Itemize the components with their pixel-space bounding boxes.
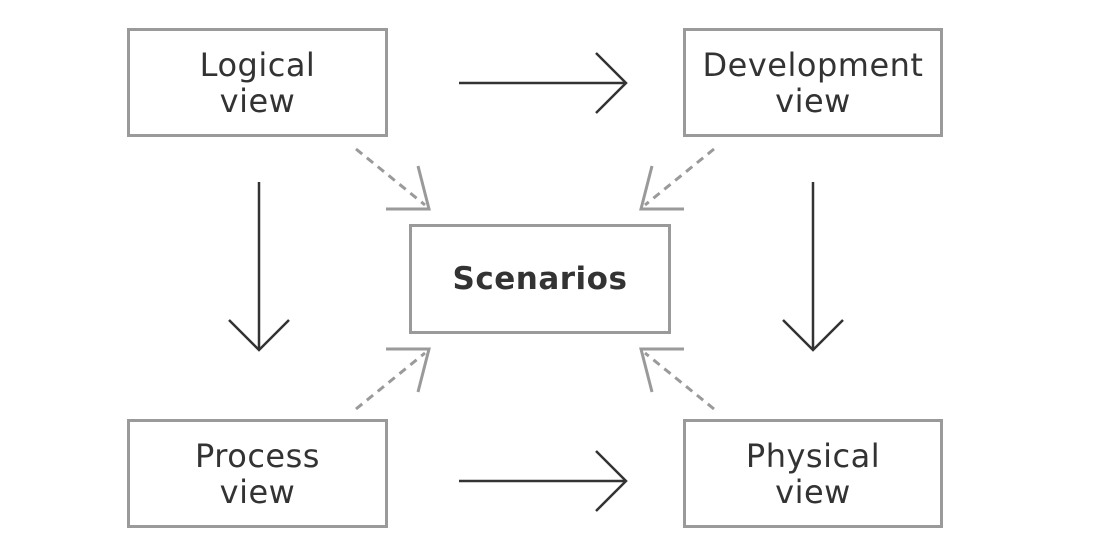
arrow-logical-to-process xyxy=(228,182,290,352)
scenarios-label: Scenarios xyxy=(452,261,628,297)
dashed-arrow-physical-to-scenarios xyxy=(639,347,715,411)
physical-view-box: Physical view xyxy=(683,419,943,528)
dashed-arrow-process-to-scenarios xyxy=(355,347,431,411)
dashed-arrow-logical-to-scenarios xyxy=(355,147,431,211)
arrow-process-to-physical xyxy=(459,450,628,512)
logical-view-box: Logical view xyxy=(127,28,388,137)
process-view-label-line1: Process xyxy=(195,436,320,475)
process-view-label-line2: view xyxy=(219,472,296,511)
arrow-development-to-physical xyxy=(782,182,844,352)
development-view-label-line2: view xyxy=(775,81,851,120)
development-view-label-line1: Development xyxy=(702,45,924,84)
development-view-box: Development view xyxy=(683,28,943,137)
scenarios-box: Scenarios xyxy=(409,224,671,334)
dashed-arrow-development-to-scenarios xyxy=(639,147,715,211)
physical-view-label-line1: Physical xyxy=(745,436,881,475)
physical-view-label-line2: view xyxy=(775,472,851,511)
arrow-logical-to-development xyxy=(459,52,628,114)
logical-view-label-line1: Logical xyxy=(199,45,316,84)
logical-view-label-line2: view xyxy=(219,81,296,120)
process-view-box: Process view xyxy=(127,419,388,528)
